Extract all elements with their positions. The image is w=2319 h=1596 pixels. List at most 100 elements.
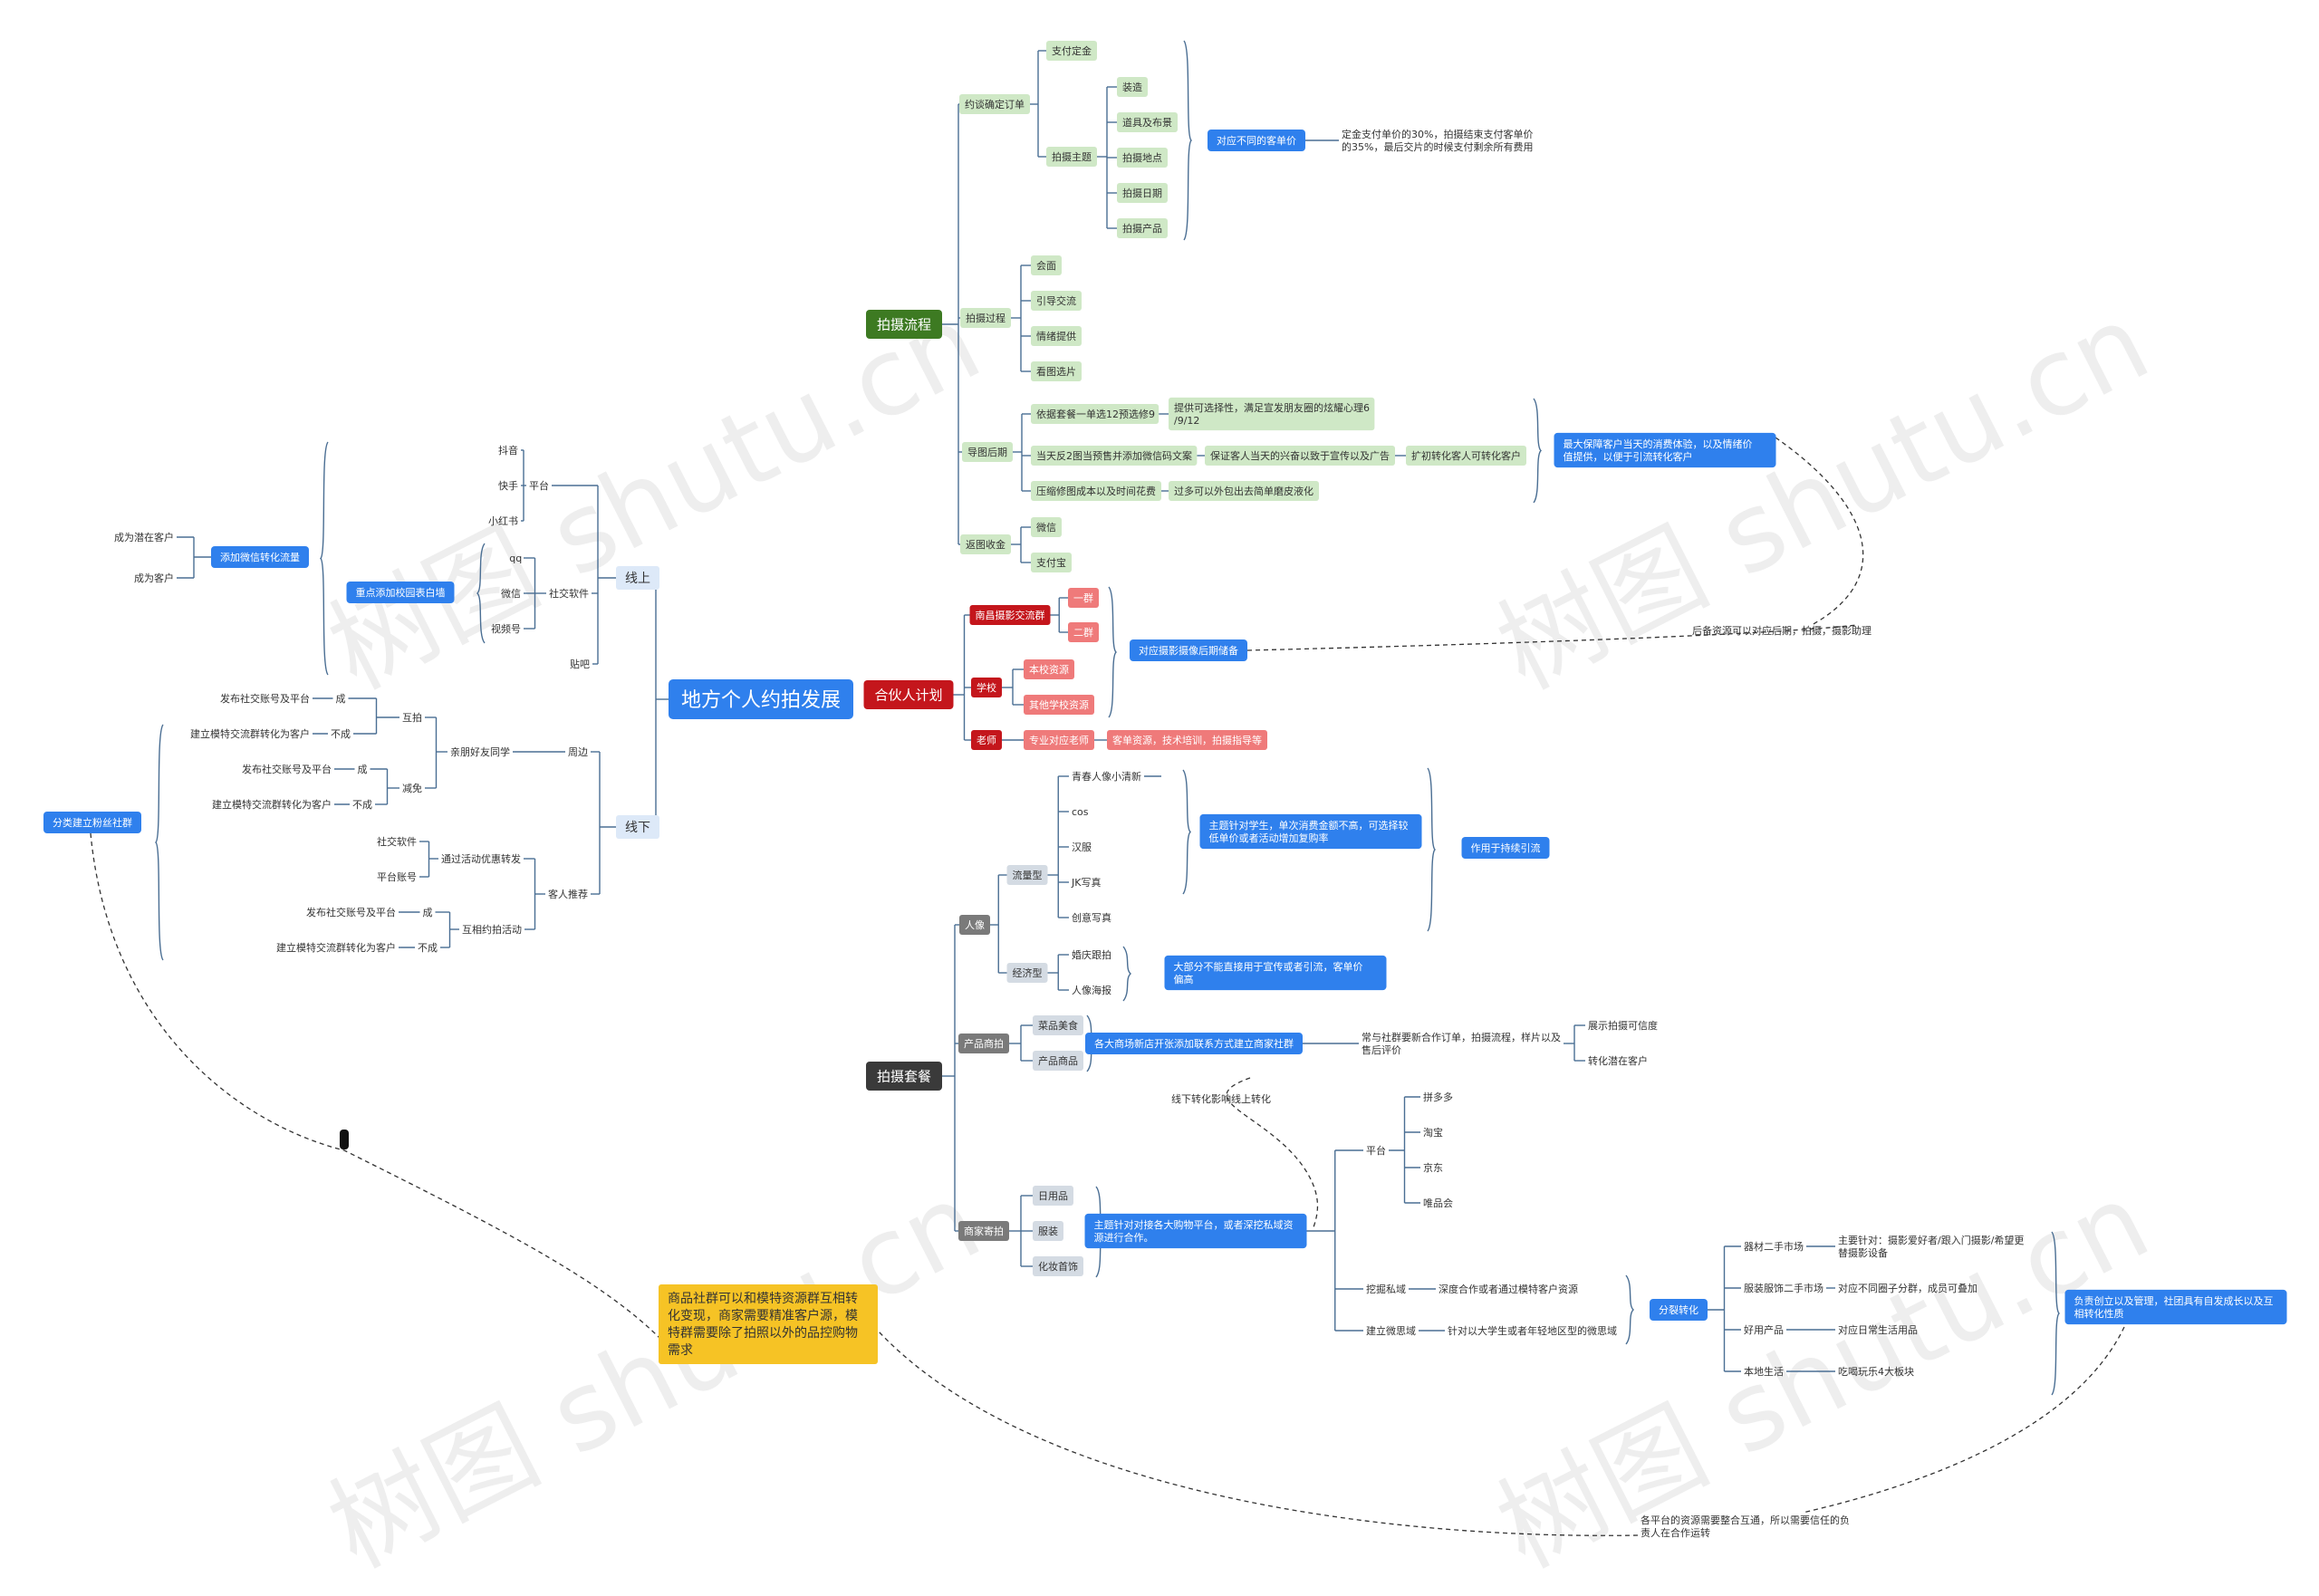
platform-item-1[interactable]: 淘宝 [1423,1126,1443,1139]
free-b-result[interactable]: 不成 [352,799,372,811]
order-theme[interactable]: 拍摄主题 [1046,147,1097,167]
shoot-item-3[interactable]: 看图选片 [1031,361,1082,381]
mutual2-a-result[interactable]: 成 [423,907,433,918]
pay-item-1[interactable]: 支付宝 [1031,553,1072,572]
pkg-product[interactable]: 产品商拍 [958,1034,1009,1053]
price-node[interactable]: 对应不同的客单价 [1208,130,1305,151]
mutual-a-result[interactable]: 成 [336,693,346,705]
weishequ-note[interactable]: 针对以大学生或者年轻地区型的微思域 [1448,1324,1617,1337]
theme-item-3[interactable]: 拍摄日期 [1117,183,1168,203]
consign-item-2[interactable]: 化妆首饰 [1033,1256,1083,1276]
partner-link-note[interactable]: 后备资源可以对应后期，拍摄，摄影助理 [1692,624,1872,637]
mutual2-b-result[interactable]: 不成 [418,942,438,954]
mutual-b-result[interactable]: 不成 [331,728,351,740]
promo-1[interactable]: 平台账号 [377,870,417,883]
post-row2-a[interactable]: 当天反2图当预售并添加微信码文案 [1031,446,1198,466]
consign-platform[interactable]: 平台 [1366,1144,1386,1157]
post-row2-b[interactable]: 保证客人当天的兴奋以致于宣传以及广告 [1205,446,1395,466]
economy-item-1[interactable]: 人像海报 [1072,984,1111,996]
branch-process[interactable]: 拍摄流程 [866,310,942,339]
private-note[interactable]: 深度合作或者通过模特客户资源 [1439,1283,1578,1295]
free-a-result[interactable]: 成 [358,764,368,775]
split-row-3-a[interactable]: 本地生活 [1744,1365,1784,1378]
offline-referral[interactable]: 客人推荐 [548,888,588,900]
theme-item-0[interactable]: 装造 [1117,77,1148,97]
branch-package[interactable]: 拍摄套餐 [866,1062,942,1091]
wechat-1[interactable]: 成为客户 [134,572,174,584]
post-row3-b[interactable]: 过多可以外包出去简单磨皮液化 [1169,481,1319,501]
offline-community[interactable]: 分类建立粉丝社群 [43,812,141,833]
consign-weishequ[interactable]: 建立微思域 [1366,1324,1416,1337]
portrait-economy[interactable]: 经济型 [1006,963,1048,983]
process-order[interactable]: 约谈确定订单 [959,94,1030,114]
wechat-0[interactable]: 成为潜在客户 [114,531,174,543]
product-item-1[interactable]: 产品商品 [1033,1051,1083,1071]
school-own[interactable]: 本校资源 [1024,659,1074,679]
post-row2-c[interactable]: 扩初转化客人可转化客户 [1406,446,1526,466]
traffic-item-1[interactable]: cos [1072,806,1089,818]
referral-mutual[interactable]: 互相约拍活动 [462,923,522,936]
product-item2-1[interactable]: 转化潜在客户 [1588,1054,1648,1067]
shoot-item-2[interactable]: 情绪提供 [1031,326,1082,346]
online-platform[interactable]: 平台 [529,479,549,492]
mutual-b[interactable]: 建立模特交流群转化为客户 [190,727,310,740]
traffic-note[interactable]: 主题针对学生，单次消费金额不高，可选择较低单价或者活动增加复购率 [1199,813,1422,850]
product-item2-0[interactable]: 展示拍摄可信度 [1588,1019,1658,1032]
social-2[interactable]: 视频号 [491,622,521,635]
free-a[interactable]: 发布社交账号及平台 [242,763,332,775]
referral-promo[interactable]: 通过活动优惠转发 [441,852,521,865]
consign-item-0[interactable]: 日用品 [1033,1186,1073,1206]
traffic-note2[interactable]: 作用于持续引流 [1461,837,1550,859]
process-post[interactable]: 导图后期 [962,442,1013,462]
online-wechat[interactable]: 添加微信转化流量 [211,546,309,568]
split-row-1-b[interactable]: 对应不同圈子分群，成员可叠加 [1838,1282,1977,1294]
offline-around[interactable]: 周边 [568,746,588,758]
order-deposit[interactable]: 支付定金 [1046,41,1097,61]
partner-teacher[interactable]: 老师 [971,730,1002,750]
package-bottom-note[interactable]: 各平台的资源需要整合互通，所以需要信任的负责人在合作运转 [1641,1514,1850,1539]
branch-partner[interactable]: 合伙人计划 [863,680,954,709]
post-row1-a[interactable]: 依据套餐一单选12预选修9 [1031,404,1160,424]
shoot-item-1[interactable]: 引导交流 [1031,291,1082,311]
partner-summary[interactable]: 对应摄影摄像后期储备 [1130,639,1247,661]
friends-free[interactable]: 减免 [402,782,422,794]
split-node[interactable]: 分裂转化 [1650,1299,1708,1321]
school-other[interactable]: 其他学校资源 [1024,695,1094,715]
product-note2[interactable]: 常与社群要新合作订单，拍摄流程，样片以及售后评价 [1362,1031,1561,1056]
platform-2[interactable]: 小红书 [488,515,518,527]
social-0[interactable]: qq [509,553,522,564]
post-summary[interactable]: 最大保障客户当天的消费体验，以及情绪价值提供，以便于引流转化客户 [1554,432,1776,468]
split-row-0-b[interactable]: 主要针对：摄影爱好者/跟入门摄影/希望更替摄影设备 [1838,1234,2024,1259]
online-tieba[interactable]: 贴吧 [570,658,590,670]
consign-item-1[interactable]: 服装 [1033,1221,1063,1241]
split-row-3-b[interactable]: 吃喝玩乐4大板块 [1838,1365,1914,1378]
platform-0[interactable]: 抖音 [498,444,518,457]
sticky-note[interactable]: 商品社群可以和模特资源群互相转化变现，商家需要精准客户源，模特群需要除了拍照以外… [659,1284,878,1364]
platform-item-0[interactable]: 拼多多 [1423,1091,1453,1103]
process-pay[interactable]: 返图收金 [960,534,1011,554]
economy-note[interactable]: 大部分不能直接用于宣传或者引流，客单价偏高 [1164,955,1387,991]
platform-item-3[interactable]: 唯品会 [1423,1197,1453,1209]
split-summary[interactable]: 负责创立以及管理，社团具有自发成长以及互相转化性质 [2064,1289,2287,1325]
traffic-item-3[interactable]: JK写真 [1071,876,1101,889]
traffic-item-2[interactable]: 汉服 [1072,841,1092,853]
traffic-item-4[interactable]: 创意写真 [1072,911,1111,924]
mutual2-b[interactable]: 建立模特交流群转化为客户 [276,941,396,954]
online-social[interactable]: 社交软件 [549,587,589,600]
traffic-item-0[interactable]: 青春人像小清新 [1072,770,1141,783]
online-focus[interactable]: 重点添加校园表白墙 [346,582,455,603]
pkg-portrait[interactable]: 人像 [959,915,990,935]
theme-item-2[interactable]: 拍摄地点 [1117,148,1168,168]
branch-offline[interactable]: 线下 [616,815,659,839]
pkg-consign[interactable]: 商家寄拍 [958,1221,1009,1241]
process-shoot[interactable]: 拍摄过程 [960,308,1011,328]
price-note[interactable]: 定金支付单价的30%，拍摄结束支付客单价的35%，最后交片的时候支付剩余所有费用 [1342,128,1533,153]
product-link-note[interactable]: 线下转化影响线上转化 [1171,1092,1271,1105]
theme-item-4[interactable]: 拍摄产品 [1117,218,1168,238]
teacher-item[interactable]: 专业对应老师 [1024,730,1094,750]
product-note[interactable]: 各大商场新店开张添加联系方式建立商家社群 [1085,1033,1303,1054]
theme-item-1[interactable]: 道具及布景 [1117,112,1178,132]
group-2[interactable]: 二群 [1068,622,1099,642]
consign-private[interactable]: 挖掘私域 [1366,1283,1406,1295]
platform-1[interactable]: 快手 [498,479,518,492]
